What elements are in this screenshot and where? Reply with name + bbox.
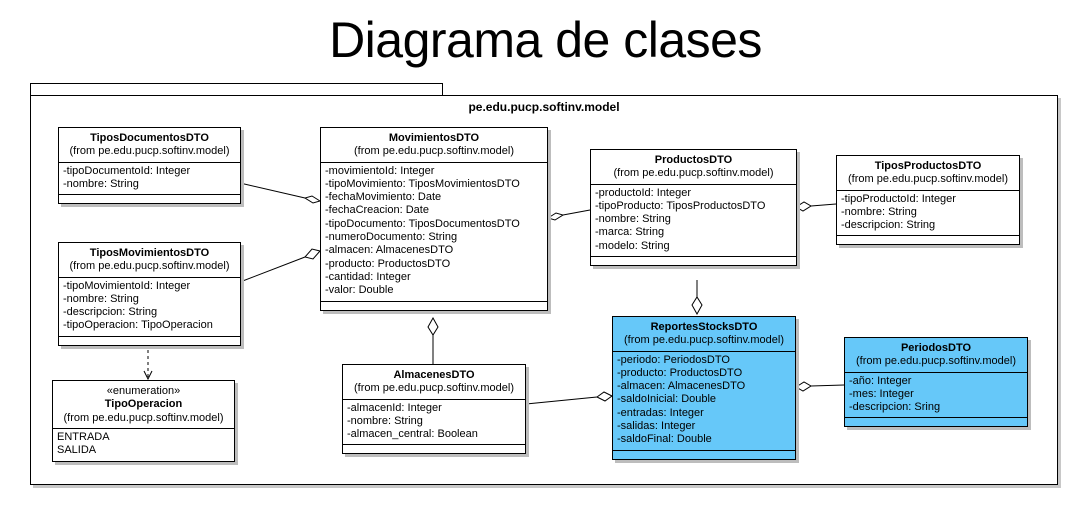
class-origin: (from pe.edu.pucp.softinv.model) bbox=[69, 260, 230, 273]
class-name: ReportesStocksDTO bbox=[650, 321, 758, 333]
attribute: -descripcion: Sring bbox=[849, 401, 941, 414]
attribute: -producto: ProductosDTO bbox=[617, 366, 743, 379]
class-header: ReportesStocksDTO (from pe.edu.pucp.soft… bbox=[613, 317, 795, 352]
attribute: -numeroDocumento: String bbox=[325, 231, 458, 244]
attribute: -producto: ProductosDTO bbox=[325, 257, 451, 270]
attribute: -nombre: String bbox=[595, 213, 671, 226]
enum-value: ENTRADA bbox=[57, 430, 110, 443]
attribute: -nombre: String bbox=[63, 292, 139, 305]
stereotype-label: «enumeration» bbox=[106, 385, 181, 397]
class-header: TiposProductosDTO (from pe.edu.pucp.soft… bbox=[837, 156, 1019, 191]
attribute: -almacen_central: Boolean bbox=[347, 428, 478, 441]
attribute: -tipoDocumentoId: Integer bbox=[63, 164, 191, 177]
class-productos[interactable]: ProductosDTO (from pe.edu.pucp.softinv.m… bbox=[590, 149, 797, 267]
package-tab bbox=[30, 83, 443, 96]
operation-compartment bbox=[837, 236, 1019, 244]
class-header: «enumeration» TipoOperacion (from pe.edu… bbox=[53, 381, 234, 429]
operation-compartment bbox=[343, 445, 525, 453]
operation-compartment bbox=[591, 257, 796, 265]
class-origin: (from pe.edu.pucp.softinv.model) bbox=[354, 145, 514, 158]
attribute: -movimientoId: Integer bbox=[325, 164, 435, 177]
class-header: MovimientosDTO (from pe.edu.pucp.softinv… bbox=[321, 128, 547, 163]
class-origin: (from pe.edu.pucp.softinv.model) bbox=[354, 382, 514, 395]
attribute: -productoId: Integer bbox=[595, 186, 692, 199]
attribute-list: -tipoMovimientoId: Integer -nombre: Stri… bbox=[59, 278, 240, 337]
attribute-list: -año: Integer -mes: Integer -descripcion… bbox=[845, 373, 1027, 419]
attribute: -año: Integer bbox=[849, 374, 912, 387]
class-periodos[interactable]: PeriodosDTO (from pe.edu.pucp.softinv.mo… bbox=[844, 337, 1028, 428]
attribute: -tipoMovimientoId: Integer bbox=[63, 279, 191, 292]
attribute-list: -movimientoId: Integer -tipoMovimiento: … bbox=[321, 163, 547, 302]
class-origin: (from pe.edu.pucp.softinv.model) bbox=[69, 145, 230, 158]
class-origin: (from pe.edu.pucp.softinv.model) bbox=[624, 334, 784, 347]
class-name: MovimientosDTO bbox=[388, 132, 480, 144]
attribute: -modelo: String bbox=[595, 239, 670, 252]
attribute-list: -tipoDocumentoId: Integer -nombre: Strin… bbox=[59, 163, 240, 196]
enum-tipooperacion[interactable]: «enumeration» TipoOperacion (from pe.edu… bbox=[52, 380, 235, 463]
attribute: -mes: Integer bbox=[849, 387, 914, 400]
attribute: -almacen: AlmacenesDTO bbox=[617, 380, 746, 393]
operation-compartment bbox=[59, 195, 240, 203]
class-name: ProductosDTO bbox=[654, 154, 733, 166]
class-name: AlmacenesDTO bbox=[393, 369, 475, 381]
attribute-list: -tipoProductoId: Integer -nombre: String… bbox=[837, 191, 1019, 237]
package-name: pe.edu.pucp.softinv.model bbox=[468, 100, 620, 114]
attribute-list: -periodo: PeriodosDTO -producto: Product… bbox=[613, 352, 795, 451]
attribute: -periodo: PeriodosDTO bbox=[617, 353, 730, 366]
attribute: -cantidad: Integer bbox=[325, 270, 411, 283]
class-header: ProductosDTO (from pe.edu.pucp.softinv.m… bbox=[591, 150, 796, 185]
class-name: PeriodosDTO bbox=[900, 342, 972, 354]
attribute: -salidas: Integer bbox=[617, 420, 696, 433]
attribute: -tipoDocumento: TiposDocumentosDTO bbox=[325, 217, 520, 230]
class-name: TipoOperacion bbox=[104, 398, 183, 411]
attribute: -entradas: Integer bbox=[617, 406, 704, 419]
operation-compartment bbox=[321, 302, 547, 310]
class-movimientos[interactable]: MovimientosDTO (from pe.edu.pucp.softinv… bbox=[320, 127, 548, 311]
attribute: -saldoFinal: Double bbox=[617, 433, 712, 446]
class-origin: (from pe.edu.pucp.softinv.model) bbox=[856, 355, 1016, 368]
attribute: -fechaCreacion: Date bbox=[325, 204, 429, 217]
class-tiposproductos[interactable]: TiposProductosDTO (from pe.edu.pucp.soft… bbox=[836, 155, 1020, 246]
attribute-list: -almacenId: Integer -nombre: String -alm… bbox=[343, 400, 525, 446]
class-name: TiposDocumentosDTO bbox=[90, 132, 209, 144]
class-origin: (from pe.edu.pucp.softinv.model) bbox=[848, 173, 1008, 186]
operation-compartment bbox=[613, 451, 795, 459]
class-header: TiposMovimientosDTO (from pe.edu.pucp.so… bbox=[59, 243, 240, 278]
class-almacenes[interactable]: AlmacenesDTO (from pe.edu.pucp.softinv.m… bbox=[342, 364, 526, 455]
class-header: PeriodosDTO (from pe.edu.pucp.softinv.mo… bbox=[845, 338, 1027, 373]
attribute: -valor: Double bbox=[325, 284, 394, 297]
enum-values: ENTRADA SALIDA bbox=[53, 429, 234, 462]
operation-compartment bbox=[59, 337, 240, 345]
attribute: -marca: String bbox=[595, 226, 665, 239]
class-header: TiposDocumentosDTO (from pe.edu.pucp.sof… bbox=[59, 128, 240, 163]
attribute: -nombre: String bbox=[63, 177, 139, 190]
attribute: -nombre: String bbox=[347, 414, 423, 427]
attribute: -tipoProducto: TiposProductosDTO bbox=[595, 199, 766, 212]
attribute: -tipoOperacion: TipoOperacion bbox=[63, 319, 213, 332]
class-tiposdocumentos[interactable]: TiposDocumentosDTO (from pe.edu.pucp.sof… bbox=[58, 127, 241, 205]
attribute: -tipoProductoId: Integer bbox=[841, 192, 956, 205]
class-origin: (from pe.edu.pucp.softinv.model) bbox=[63, 411, 224, 424]
attribute: -saldoInicial: Double bbox=[617, 393, 717, 406]
attribute: -descripcion: String bbox=[63, 306, 158, 319]
diagram-title: Diagrama de clases bbox=[329, 12, 762, 68]
class-origin: (from pe.edu.pucp.softinv.model) bbox=[613, 167, 774, 180]
enum-value: SALIDA bbox=[57, 444, 97, 457]
attribute: -almacen: AlmacenesDTO bbox=[325, 244, 454, 257]
attribute: -tipoMovimiento: TiposMovimientosDTO bbox=[325, 177, 520, 190]
attribute-list: -productoId: Integer -tipoProducto: Tipo… bbox=[591, 185, 796, 258]
attribute: -almacenId: Integer bbox=[347, 401, 442, 414]
operation-compartment bbox=[845, 418, 1027, 426]
class-name: TiposProductosDTO bbox=[874, 160, 982, 172]
class-tiposmovimientos[interactable]: TiposMovimientosDTO (from pe.edu.pucp.so… bbox=[58, 242, 241, 346]
class-name: TiposMovimientosDTO bbox=[89, 247, 210, 259]
class-header: AlmacenesDTO (from pe.edu.pucp.softinv.m… bbox=[343, 365, 525, 400]
attribute: -fechaMovimiento: Date bbox=[325, 191, 442, 204]
attribute: -descripcion: String bbox=[841, 219, 936, 232]
class-reportesstocks[interactable]: ReportesStocksDTO (from pe.edu.pucp.soft… bbox=[612, 316, 796, 460]
attribute: -nombre: String bbox=[841, 205, 917, 218]
